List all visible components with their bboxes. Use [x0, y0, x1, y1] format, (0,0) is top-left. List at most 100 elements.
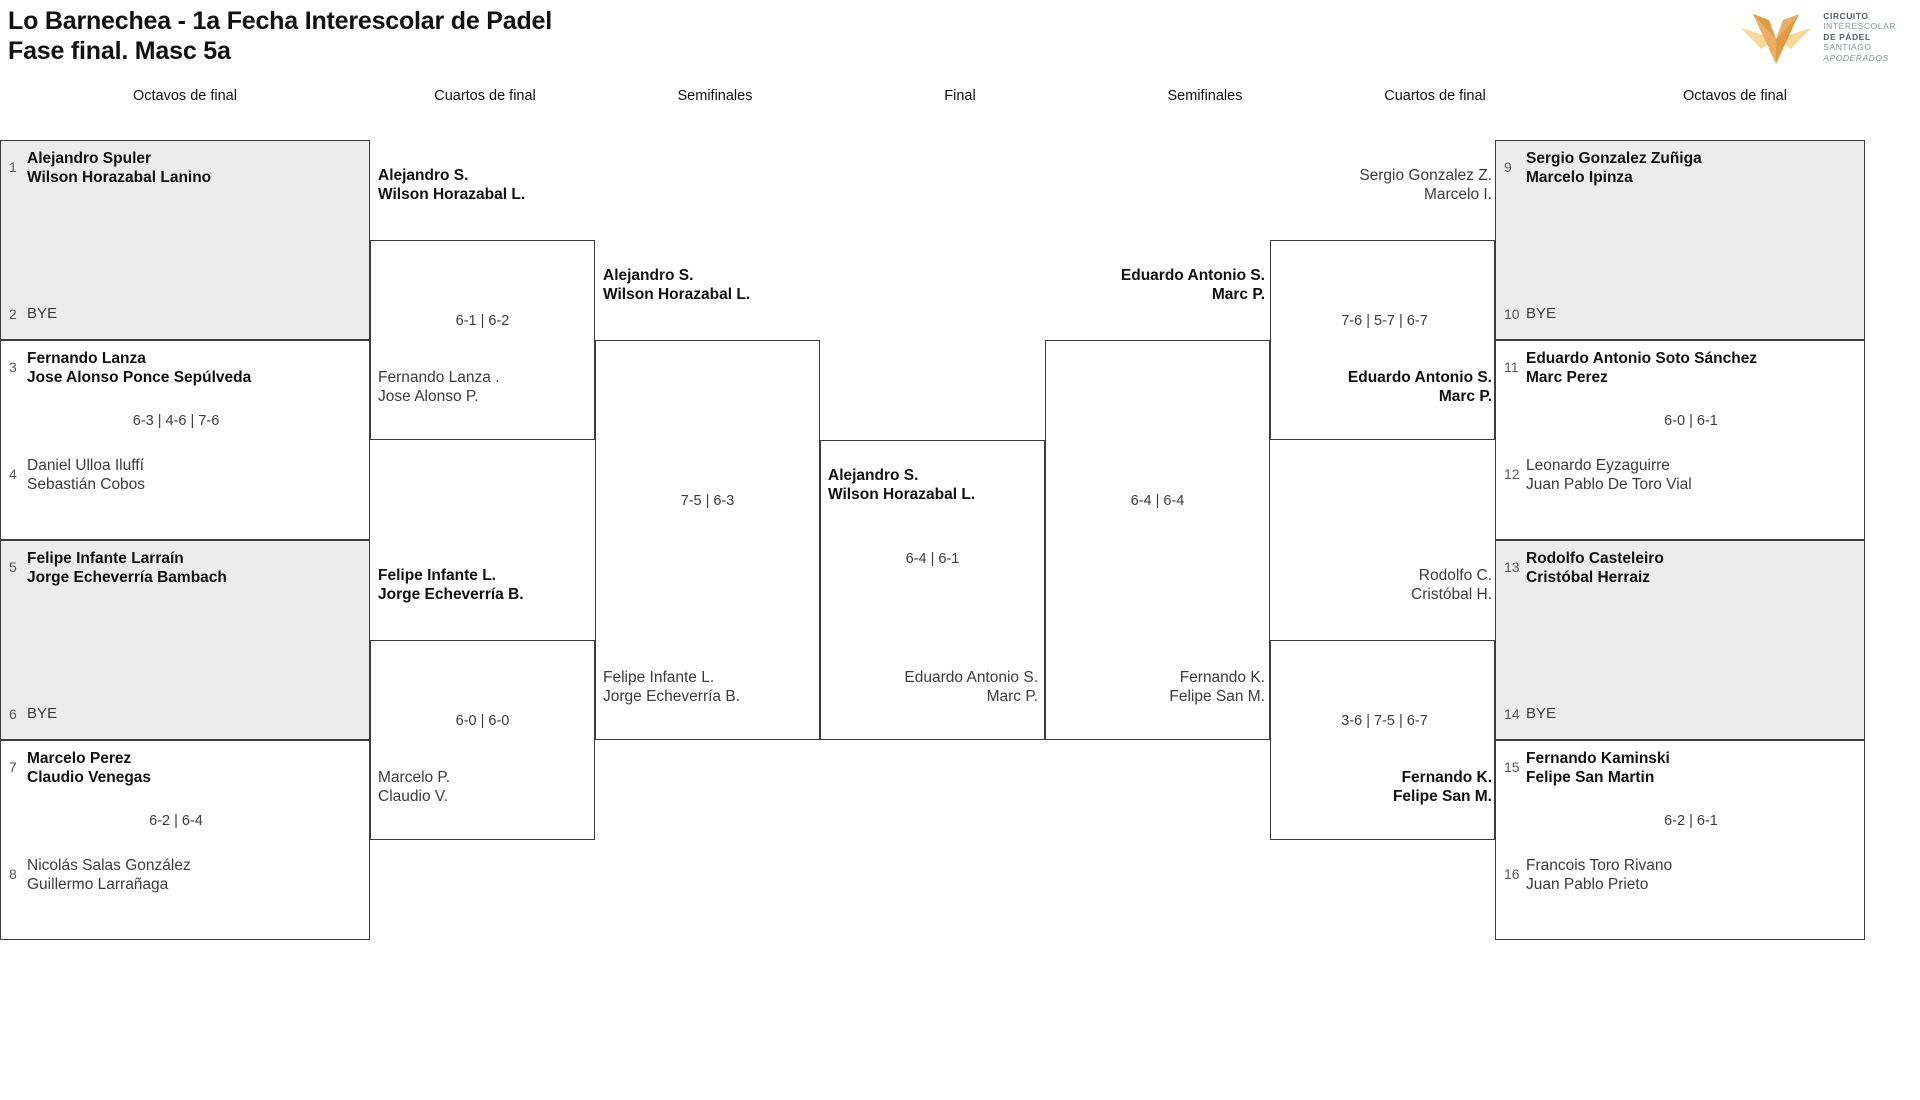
octavos-match-5[interactable]: 9 Sergio Gonzalez Zuñiga Marcelo Ipinza … [1495, 140, 1865, 340]
team-names: Fernando Kaminski Felipe San Martin [1526, 749, 1670, 787]
team-names: Fernando Lanza Jose Alonso Ponce Sepúlve… [27, 349, 251, 387]
round-heading-right-cuartos: Cuartos de final [1384, 88, 1486, 104]
player-2: Juan Pablo De Toro Vial [1526, 476, 1692, 493]
player-2: Marcelo I. [1423, 186, 1492, 203]
player-1: Alejandro S. [828, 467, 919, 484]
seed-number: 2 [9, 306, 17, 322]
semifinal-match-right[interactable]: 6-4 | 6-4 [1045, 340, 1270, 740]
player-1: Felipe Infante Larraín [27, 550, 184, 567]
page-title: Lo Barnechea - 1a Fecha Interescolar de … [8, 6, 552, 66]
match-score: 7-6 | 5-7 | 6-7 [1341, 313, 1428, 329]
cuartos-team-loser-bottom: Marcelo P. Claudio V. [378, 768, 588, 806]
cuartos-team-loser-top-right: Sergio Gonzalez Z. Marcelo I. [1282, 166, 1492, 204]
player-2: Juan Pablo Prieto [1526, 876, 1649, 893]
circuito-star-logo-icon [1739, 8, 1813, 66]
team-names: BYE [27, 704, 57, 723]
round-heading-left-cuartos: Cuartos de final [434, 88, 536, 104]
player-1: Eduardo Antonio S. [1120, 267, 1265, 284]
player-1: Fernando K. [1179, 669, 1265, 686]
final-champion: Alejandro S. Wilson Horazabal L. [828, 466, 1043, 504]
octavos-match-7[interactable]: 13 Rodolfo Casteleiro Cristóbal Herraiz … [1495, 540, 1865, 740]
team-names: Felipe Infante Larraín Jorge Echeverría … [27, 549, 227, 587]
player-2: Cristóbal Herraiz [1526, 569, 1651, 586]
cuartos-match-1[interactable]: 6-1 | 6-2 [370, 240, 595, 440]
brand-logo: CIRCUITO INTERESCOLAR DE PÁDEL SANTIAGO … [1739, 8, 1896, 66]
round-heading-right-octavos: Octavos de final [1683, 88, 1787, 104]
match-score: 6-0 | 6-1 [1664, 413, 1718, 429]
player-2: Wilson Horazabal L. [378, 186, 526, 203]
team-names: BYE [27, 304, 57, 323]
player-2: Guillermo Larrañaga [27, 876, 169, 893]
octavos-match-8[interactable]: 15 Fernando Kaminski Felipe San Martin 6… [1495, 740, 1865, 940]
match-score: 6-2 | 6-4 [149, 813, 203, 829]
page-header: Lo Barnechea - 1a Fecha Interescolar de … [0, 0, 1920, 100]
player-1: Felipe Infante L. [378, 567, 496, 584]
team-names: Rodolfo Casteleiro Cristóbal Herraiz [1526, 549, 1664, 587]
team-names: Marcelo Perez Claudio Venegas [27, 749, 151, 787]
seed-number: 14 [1504, 706, 1520, 722]
logo-wordmark: CIRCUITO INTERESCOLAR DE PÁDEL SANTIAGO … [1823, 11, 1896, 64]
player-2: Cristóbal H. [1411, 586, 1492, 603]
player-1: Eduardo Antonio S. [1347, 369, 1492, 386]
player-1: Francois Toro Rivano [1526, 857, 1673, 874]
player-2: Jorge Echeverría B. [378, 586, 524, 603]
round-heading-final: Final [944, 88, 976, 104]
final-runner-up: Eduardo Antonio S. Marc P. [828, 668, 1038, 706]
octavos-match-4[interactable]: 7 Marcelo Perez Claudio Venegas 6-2 | 6-… [0, 740, 370, 940]
title-line-1: Lo Barnechea - 1a Fecha Interescolar de … [8, 7, 553, 35]
player-1: Marcelo Perez [27, 750, 132, 767]
octavos-match-6[interactable]: 11 Eduardo Antonio Soto Sánchez Marc Per… [1495, 340, 1865, 540]
logo-line-3: DE PÁDEL [1823, 31, 1871, 42]
player-1: Rodolfo Casteleiro [1526, 550, 1664, 567]
player-2: Wilson Horazabal L. [603, 286, 751, 303]
cuartos-match-4[interactable]: 3-6 | 7-5 | 6-7 [1270, 640, 1495, 840]
player-1: Alejandro Spuler [27, 150, 152, 167]
seed-number: 7 [9, 759, 17, 775]
player-2: Jose Alonso Ponce Sepúlveda [27, 369, 252, 386]
player-1: BYE [27, 305, 58, 322]
seed-number: 15 [1504, 759, 1520, 775]
player-2: Claudio V. [378, 788, 449, 805]
cuartos-team-winner-bottom-right: Fernando K. Felipe San M. [1282, 768, 1492, 806]
cuartos-team-winner-top: Alejandro S. Wilson Horazabal L. [378, 166, 588, 204]
semifinal-team-loser-right: Fernando K. Felipe San M. [1050, 668, 1265, 706]
octavos-match-2[interactable]: 3 Fernando Lanza Jose Alonso Ponce Sepúl… [0, 340, 370, 540]
seed-number: 8 [9, 866, 17, 882]
seed-number: 5 [9, 559, 17, 575]
seed-number: 3 [9, 359, 17, 375]
match-score: 6-4 | 6-4 [1130, 493, 1185, 509]
title-line-2: Fase final. Masc 5a [8, 37, 231, 65]
octavos-match-3[interactable]: 5 Felipe Infante Larraín Jorge Echeverrí… [0, 540, 370, 740]
player-1: Alejandro S. [603, 267, 694, 284]
player-1: BYE [1526, 305, 1557, 322]
player-1: BYE [27, 705, 58, 722]
semifinal-match-left[interactable]: 7-5 | 6-3 [595, 340, 820, 740]
player-1: Nicolás Salas González [27, 857, 191, 874]
seed-number: 4 [9, 466, 17, 482]
cuartos-match-3[interactable]: 7-6 | 5-7 | 6-7 [1270, 240, 1495, 440]
logo-line-5: APODERADOS [1823, 52, 1889, 63]
semifinal-team-loser-left: Felipe Infante L. Jorge Echeverría B. [603, 668, 818, 706]
player-2: Felipe San M. [1169, 688, 1265, 705]
player-2: Marc P. [1438, 388, 1492, 405]
octavos-match-1[interactable]: 1 Alejandro Spuler Wilson Horazabal Lani… [0, 140, 370, 340]
semifinal-team-winner-left: Alejandro S. Wilson Horazabal L. [603, 266, 818, 304]
cuartos-match-2[interactable]: 6-0 | 6-0 [370, 640, 595, 840]
player-1: Fernando Lanza [27, 350, 146, 367]
team-names: Leonardo Eyzaguirre Juan Pablo De Toro V… [1526, 456, 1692, 494]
final-match[interactable]: 6-4 | 6-1 [820, 440, 1045, 740]
semifinal-team-winner-right: Eduardo Antonio S. Marc P. [1050, 266, 1265, 304]
team-names: BYE [1526, 704, 1556, 723]
seed-number: 6 [9, 706, 17, 722]
player-1: Felipe Infante L. [603, 669, 715, 686]
player-1: Daniel Ulloa Iluffí [27, 457, 144, 474]
cuartos-team-winner-top-right: Eduardo Antonio S. Marc P. [1282, 368, 1492, 406]
player-1: Fernando Kaminski [1526, 750, 1670, 767]
cuartos-team-loser-top: Fernando Lanza . Jose Alonso P. [378, 368, 588, 406]
seed-number: 10 [1504, 306, 1520, 322]
seed-number: 12 [1504, 466, 1520, 482]
match-score: 6-4 | 6-1 [905, 551, 960, 567]
match-score: 3-6 | 7-5 | 6-7 [1341, 713, 1428, 729]
round-heading-left-semis: Semifinales [677, 88, 753, 104]
